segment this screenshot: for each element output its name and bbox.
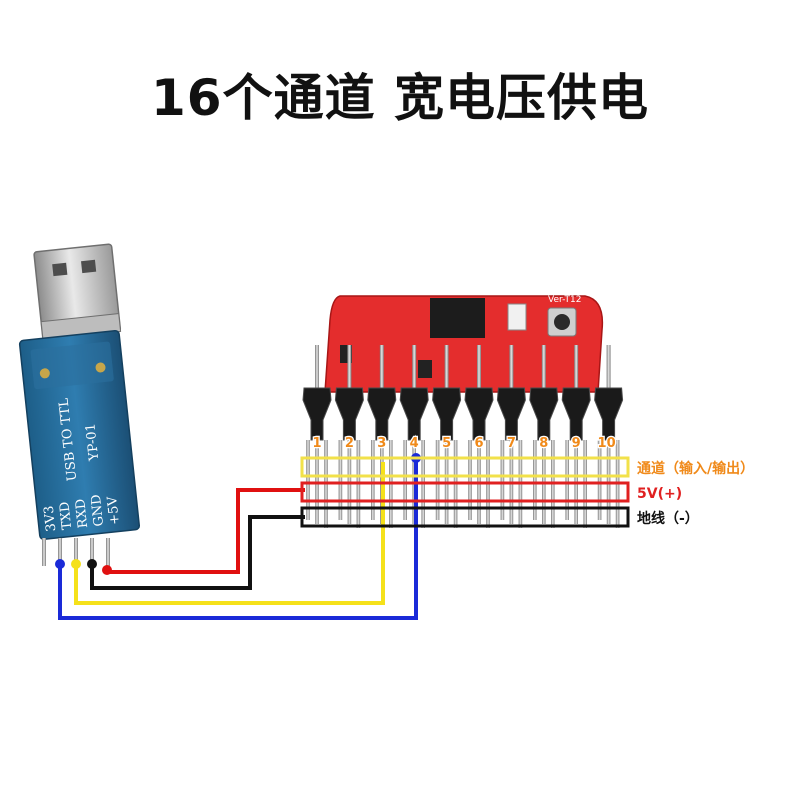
header-housing — [432, 387, 462, 441]
header-pin — [597, 440, 602, 520]
pin-number-label: 8 — [539, 436, 548, 451]
header-pin — [533, 440, 537, 520]
header-pin — [306, 440, 310, 520]
usb-plug — [33, 243, 122, 341]
pin-number-label: 1 — [312, 436, 321, 451]
header-pin — [565, 440, 569, 520]
header-housing — [529, 387, 559, 441]
vcc-dot — [102, 565, 112, 575]
header-housing — [561, 387, 591, 441]
page-title: 16个通道 宽电压供电 — [151, 69, 649, 127]
header-pin-top — [444, 345, 449, 390]
pin-number-label: 5 — [442, 436, 451, 451]
usb-pin-label-rxd: RXD — [73, 498, 91, 529]
header-housing — [302, 387, 332, 441]
header-pin-top — [315, 345, 319, 390]
pin-numbers: 1 2 3 4 5 6 7 8 9 10 — [311, 435, 617, 453]
header-pin-top — [412, 345, 417, 390]
pin-number-label: 7 — [507, 436, 516, 451]
power-row-box — [300, 481, 630, 503]
usb-header-pins — [42, 538, 110, 566]
signal-row-box — [300, 456, 630, 478]
wire-txd — [58, 458, 418, 620]
usb-label-model: YP-01 — [83, 422, 102, 462]
pin-number-label: 9 — [572, 436, 581, 451]
header-pin-top — [477, 345, 481, 390]
usb-pcb: USB TO TTL YP-01 3V3 TXD RXD GND +5V — [18, 329, 141, 541]
gnd-dot — [87, 559, 97, 569]
pin-number-label: 2 — [345, 436, 354, 451]
wire-gnd — [90, 515, 305, 590]
header-housing — [464, 387, 494, 441]
row-boxes — [300, 456, 630, 528]
pin-number-label: 6 — [474, 436, 483, 451]
header-pin — [500, 440, 505, 520]
header-pin — [468, 440, 472, 520]
header-pin-top — [509, 345, 514, 390]
usb-ttl-module: USB TO TTL YP-01 3V3 TXD RXD GND +5V — [18, 243, 141, 566]
usb-pin-label-txd: TXD — [57, 501, 75, 531]
rxd-dot — [71, 559, 81, 569]
header-housing — [594, 387, 624, 441]
header-pin-top — [606, 345, 611, 390]
pin-number-label: 4 — [410, 436, 419, 451]
board-silk-label: Ver-T12 — [548, 295, 582, 305]
pin-number-label: 3 — [377, 436, 386, 451]
usb-pin-label-3v3: 3V3 — [42, 505, 60, 532]
header-pin-top — [541, 345, 546, 390]
header-pin — [338, 440, 343, 520]
header-housing — [367, 387, 397, 441]
power-row-label: 5V(+) — [637, 486, 682, 502]
header-pin — [403, 440, 407, 520]
header-housing — [399, 387, 429, 441]
ground-row-label: 地线（-） — [637, 510, 699, 527]
signal-row-label: 通道（输入/输出） — [637, 460, 754, 477]
header-pin-top — [347, 345, 352, 390]
header-pin-top — [574, 345, 579, 390]
usb-pin-label-gnd: GND — [89, 494, 107, 528]
wire-rxd — [74, 462, 385, 605]
txd-dot — [55, 559, 65, 569]
pin-number-label: 10 — [598, 436, 616, 451]
usb-pin-label-5v: +5V — [105, 495, 123, 526]
servo-board: Ver-T12 — [302, 295, 624, 528]
header-housing — [496, 387, 526, 441]
header-pin — [435, 440, 440, 520]
header-pin — [371, 440, 375, 520]
header-housing — [334, 387, 364, 441]
ground-row-box — [300, 506, 630, 528]
header-pin-top — [379, 345, 384, 390]
